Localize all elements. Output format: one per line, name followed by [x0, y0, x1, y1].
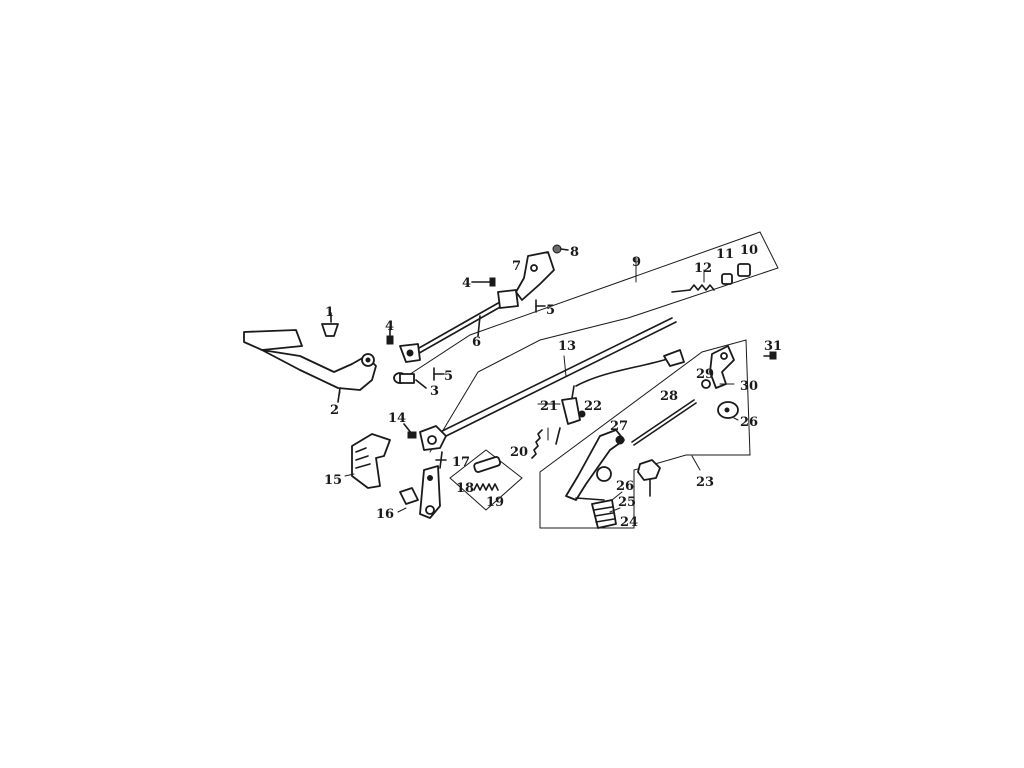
callout-16: 16 — [376, 507, 394, 522]
callout-26-upper: 26 — [740, 415, 758, 430]
callout-4-left: 4 — [385, 319, 394, 334]
adjuster-spring — [671, 269, 715, 293]
rod-end-lever — [419, 425, 447, 451]
pivot-bolt — [393, 372, 427, 389]
brake-switch — [555, 385, 586, 445]
pin-5-lower — [433, 367, 445, 381]
bolt-14 — [403, 423, 417, 439]
callout-25: 25 — [618, 495, 636, 510]
small-bolt-left — [386, 327, 394, 345]
callout-27: 27 — [610, 419, 628, 434]
callout-21: 21 — [540, 399, 558, 414]
callout-22: 22 — [584, 399, 602, 414]
callout-24: 24 — [620, 515, 638, 530]
callout-9: 9 — [632, 255, 641, 270]
group-outline-18-19 — [449, 449, 523, 511]
brake-shoe — [351, 433, 391, 489]
callout-18: 18 — [456, 481, 474, 496]
callout-28: 28 — [660, 389, 678, 404]
callout-11: 11 — [716, 247, 734, 262]
callout-13: 13 — [558, 339, 576, 354]
pin-17 — [435, 451, 447, 469]
small-screw-top — [471, 277, 496, 287]
callout-14: 14 — [388, 411, 406, 426]
spring-19 — [473, 483, 499, 491]
nut-27 — [615, 435, 625, 445]
cam-lever — [399, 465, 441, 519]
switch-cable — [575, 349, 685, 387]
nut-10 — [737, 263, 751, 277]
spring-20 — [531, 427, 549, 459]
pedal-rubber — [591, 499, 617, 529]
callout-19: 19 — [486, 495, 504, 510]
shift-rod — [631, 399, 697, 446]
callout-4-top: 4 — [462, 276, 471, 291]
callout-10: 10 — [740, 243, 758, 258]
group-outline-23 — [539, 339, 751, 529]
rod-joint — [701, 345, 739, 419]
callout-31: 31 — [764, 339, 782, 354]
callout-30: 30 — [740, 379, 758, 394]
nut-8 — [552, 244, 569, 254]
shift-pedal — [565, 429, 625, 501]
callout-26-lower: 26 — [616, 479, 634, 494]
callout-17: 17 — [452, 455, 470, 470]
callout-20: 20 — [510, 445, 528, 460]
callout-3: 3 — [430, 384, 439, 399]
callout-5-lower: 5 — [444, 369, 453, 384]
callout-2: 2 — [330, 403, 339, 418]
screw-31 — [763, 351, 777, 360]
callout-12: 12 — [694, 261, 712, 276]
callout-7: 7 — [512, 259, 521, 274]
brake-cable — [427, 257, 677, 445]
callout-23: 23 — [696, 475, 714, 490]
callout-15: 15 — [324, 473, 342, 488]
pin-18 — [473, 456, 502, 473]
callout-8: 8 — [570, 245, 579, 260]
cap-part — [321, 312, 339, 337]
callout-29: 29 — [696, 367, 714, 382]
clamp-bracket — [515, 251, 555, 301]
leader-lines — [337, 383, 739, 513]
brake-pedal-arm — [243, 329, 377, 403]
nut-26-lower — [596, 466, 612, 482]
brake-rod — [399, 289, 519, 363]
pin-5-upper — [535, 299, 546, 313]
nut-23 — [637, 459, 661, 497]
callout-1: 1 — [325, 305, 334, 320]
callout-6: 6 — [472, 335, 481, 350]
nut-11 — [721, 273, 733, 285]
group-outline-upper — [397, 231, 779, 453]
callout-5-upper: 5 — [546, 303, 555, 318]
